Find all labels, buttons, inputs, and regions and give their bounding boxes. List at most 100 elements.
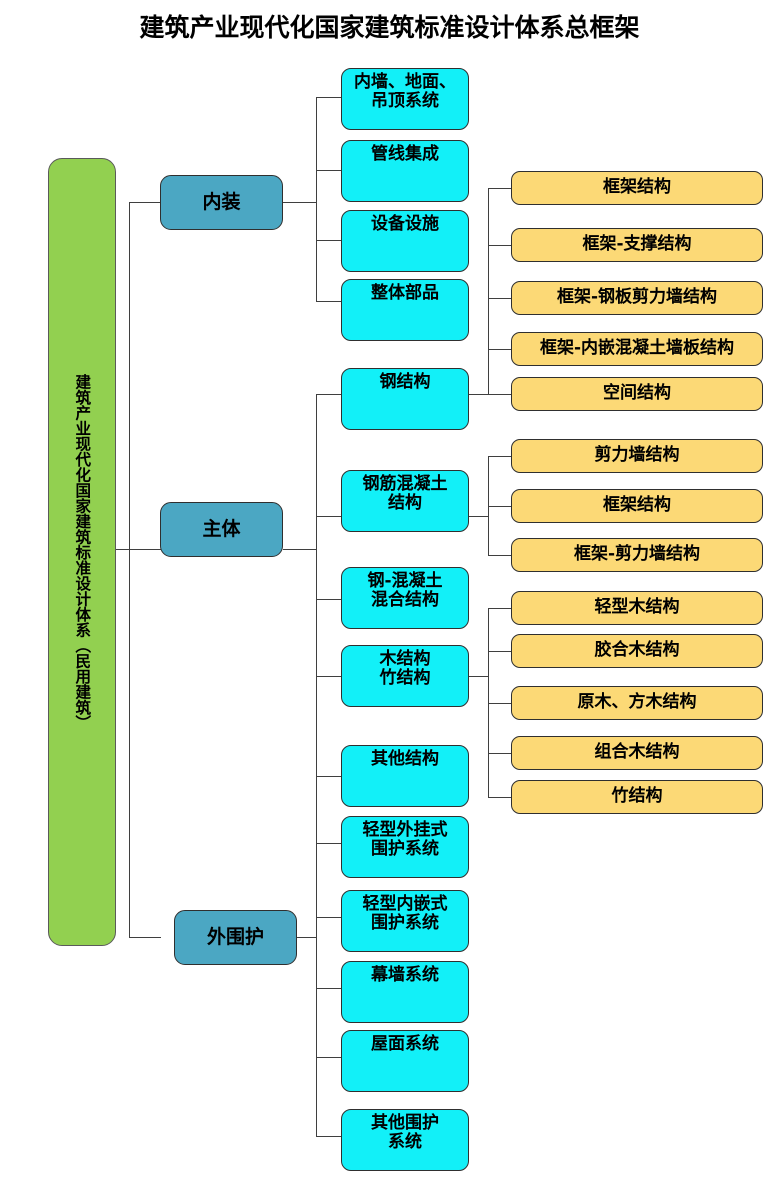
system-label: 钢结构 — [379, 372, 431, 392]
system-node[interactable]: 整体部品 — [341, 279, 469, 341]
connector-steel-child-5 — [488, 394, 512, 396]
connector-envelope-spine — [316, 843, 318, 1137]
connector-envelope-child-2 — [316, 917, 341, 919]
type-label: 胶合木结构 — [594, 640, 680, 661]
system-node[interactable]: 管线集成 — [341, 140, 469, 202]
connector-steel-child-4 — [488, 349, 512, 351]
system-node[interactable]: 屋面系统 — [341, 1030, 469, 1092]
type-label: 框架结构 — [603, 495, 671, 516]
connector-interior-out — [283, 202, 317, 204]
system-label: 屋面系统 — [371, 1034, 439, 1054]
type-node[interactable]: 空间结构 — [511, 377, 763, 411]
connector-structure-child-4 — [316, 676, 341, 678]
connector-timber-child-4 — [488, 753, 512, 755]
connector-interior-child-4 — [316, 301, 341, 303]
category-label: 主体 — [202, 517, 241, 540]
system-label: 管线集成 — [371, 144, 439, 164]
type-node[interactable]: 框架-支撑结构 — [511, 228, 763, 262]
system-label: 轻型外挂式 围护系统 — [362, 820, 448, 860]
connector-timber-spine — [488, 608, 490, 797]
type-node[interactable]: 胶合木结构 — [511, 634, 763, 668]
connector-envelope-child-1 — [316, 843, 341, 845]
connector-trunk-to-envelope — [129, 937, 161, 939]
connector-trunk-to-structure — [129, 549, 161, 551]
system-label: 幕墙系统 — [371, 965, 439, 985]
system-label: 轻型内嵌式 围护系统 — [362, 894, 448, 934]
system-node[interactable]: 钢筋混凝土 结构 — [341, 470, 469, 532]
connector-timber-out — [467, 676, 489, 678]
type-label: 竹结构 — [611, 786, 663, 807]
type-label: 框架-钢板剪力墙结构 — [556, 287, 718, 308]
type-node[interactable]: 组合木结构 — [511, 736, 763, 770]
system-node[interactable]: 内墙、地面、 吊顶系统 — [341, 68, 469, 130]
type-node[interactable]: 框架结构 — [511, 171, 763, 205]
category-node-envelope[interactable]: 外围护 — [174, 910, 297, 965]
connector-steel-spine — [488, 188, 490, 395]
connector-envelope-child-5 — [316, 1136, 341, 1138]
connector-concrete-child-1 — [488, 456, 512, 458]
connector-structure-child-1 — [316, 394, 341, 396]
category-label: 内装 — [202, 190, 241, 213]
connector-structure-child-2 — [316, 516, 341, 518]
connector-interior-child-1 — [316, 97, 341, 99]
root-node-label: 建筑产业现代化国家建筑标准设计体系（民用建筑） — [73, 373, 92, 731]
type-node[interactable]: 竹结构 — [511, 780, 763, 814]
connector-structure-child-3 — [316, 599, 341, 601]
category-node-structure[interactable]: 主体 — [160, 502, 283, 557]
connector-interior-spine — [316, 97, 318, 302]
type-node[interactable]: 框架-剪力墙结构 — [511, 538, 763, 572]
system-label: 其他结构 — [371, 749, 439, 769]
system-label: 内墙、地面、 吊顶系统 — [354, 72, 456, 112]
connector-timber-child-1 — [488, 608, 512, 610]
connector-main-trunk — [129, 202, 131, 938]
type-node[interactable]: 轻型木结构 — [511, 591, 763, 625]
system-node[interactable]: 木结构 竹结构 — [341, 645, 469, 707]
system-label: 整体部品 — [371, 283, 439, 303]
type-node[interactable]: 原木、方木结构 — [511, 686, 763, 720]
type-node[interactable]: 框架-内嵌混凝土墙板结构 — [511, 332, 763, 366]
type-label: 空间结构 — [603, 383, 671, 404]
connector-interior-child-2 — [316, 170, 341, 172]
type-label: 剪力墙结构 — [594, 445, 680, 466]
system-node[interactable]: 其他结构 — [341, 745, 469, 807]
type-label: 组合木结构 — [594, 742, 680, 763]
system-node[interactable]: 设备设施 — [341, 210, 469, 272]
type-node[interactable]: 剪力墙结构 — [511, 439, 763, 473]
system-node[interactable]: 轻型内嵌式 围护系统 — [341, 890, 469, 952]
connector-steel-child-1 — [488, 188, 512, 190]
system-label: 钢筋混凝土 结构 — [362, 474, 448, 514]
type-label: 原木、方木结构 — [577, 692, 697, 713]
root-node[interactable]: 建筑产业现代化国家建筑标准设计体系（民用建筑） — [48, 158, 116, 946]
type-node[interactable]: 框架结构 — [511, 489, 763, 523]
type-label: 框架-支撑结构 — [582, 234, 692, 255]
connector-steel-out — [467, 394, 489, 396]
system-node[interactable]: 幕墙系统 — [341, 961, 469, 1023]
system-label: 木结构 竹结构 — [379, 649, 431, 689]
connector-envelope-child-3 — [316, 988, 341, 990]
connector-concrete-child-3 — [488, 555, 512, 557]
system-label: 钢-混凝土 混合结构 — [367, 571, 443, 611]
connector-trunk-to-interior — [129, 202, 161, 204]
category-node-interior[interactable]: 内装 — [160, 175, 283, 230]
page-title: 建筑产业现代化国家建筑标准设计体系总框架 — [139, 13, 640, 42]
connector-structure-out — [283, 549, 317, 551]
connector-timber-child-3 — [488, 703, 512, 705]
type-label: 框架结构 — [603, 177, 671, 198]
connector-concrete-child-2 — [488, 506, 512, 508]
system-label: 设备设施 — [371, 214, 439, 234]
system-node[interactable]: 钢-混凝土 混合结构 — [341, 567, 469, 629]
type-label: 框架-内嵌混凝土墙板结构 — [539, 338, 735, 359]
system-node[interactable]: 其他围护 系统 — [341, 1109, 469, 1171]
system-node[interactable]: 钢结构 — [341, 368, 469, 430]
connector-envelope-out — [297, 937, 317, 939]
type-label: 框架-剪力墙结构 — [573, 544, 701, 565]
type-node[interactable]: 框架-钢板剪力墙结构 — [511, 281, 763, 315]
system-node[interactable]: 轻型外挂式 围护系统 — [341, 816, 469, 878]
connector-steel-child-3 — [488, 298, 512, 300]
connector-timber-child-2 — [488, 651, 512, 653]
category-label: 外围护 — [206, 925, 264, 948]
type-label: 轻型木结构 — [594, 597, 680, 618]
connector-root-to-trunk — [116, 549, 130, 551]
connector-concrete-spine — [488, 456, 490, 555]
